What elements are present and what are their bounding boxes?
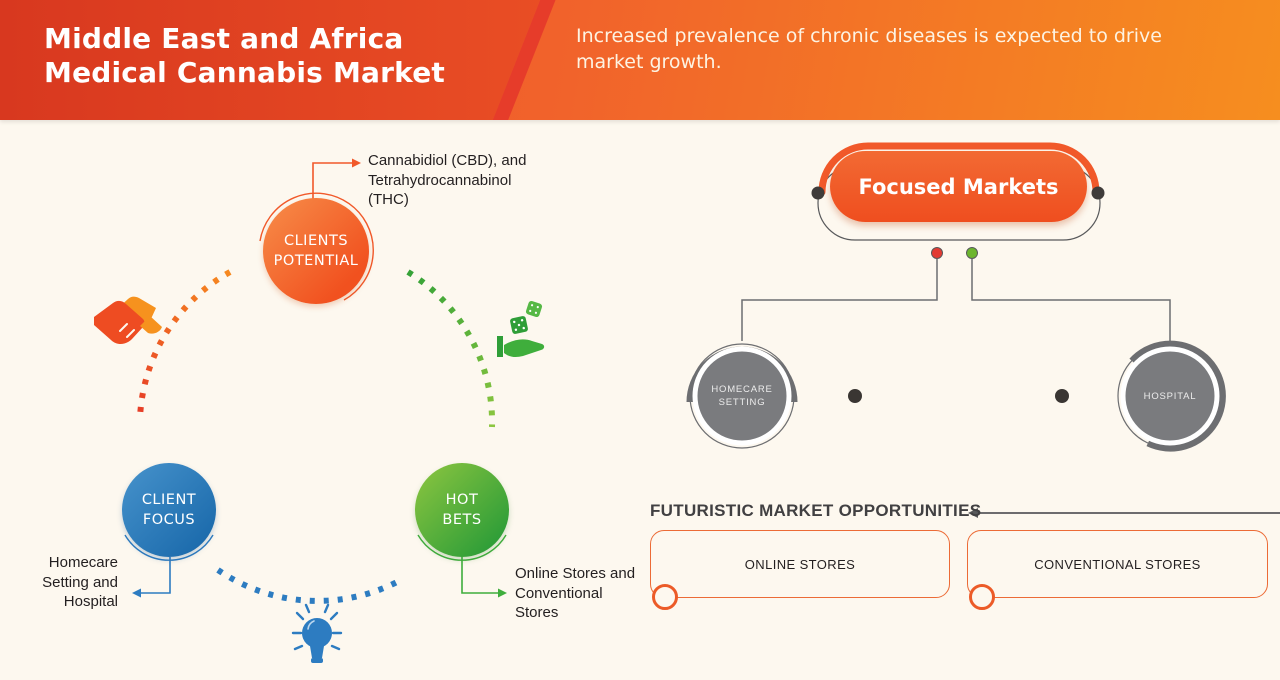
- clients-potential-line2: POTENTIAL: [273, 253, 359, 269]
- annotation-home-line1: Homecare: [48, 554, 118, 571]
- header-left-gradient: [0, 0, 541, 120]
- red-dot: [931, 247, 943, 259]
- annotation-online-stores: Online Stores and Conventional Stores: [515, 564, 655, 623]
- lightbulb-icon: [291, 603, 343, 663]
- annotation-homecare-hospital: Homecare Setting and Hospital: [26, 553, 118, 612]
- page-title-line2: Medical Cannabis Market: [44, 56, 446, 89]
- annotation-online-line1: Online Stores and: [515, 565, 636, 582]
- clients-potential-line1: CLIENTS: [283, 233, 349, 249]
- dotted-arc-orange: [137, 269, 232, 419]
- page-title-line1: Middle East and Africa: [44, 22, 404, 55]
- header-subtitle: Increased prevalence of chronic diseases…: [576, 25, 1162, 73]
- annotation-online-line3: Stores: [515, 604, 559, 621]
- annotation-home-line2: Setting and: [42, 573, 118, 591]
- circle-client-focus: CLIENT FOCUS: [122, 463, 216, 557]
- connector-stores: [461, 557, 498, 594]
- homecare-label-line1: HOMECARE: [711, 384, 773, 395]
- pill-right-dot: [1091, 186, 1105, 200]
- circle-clients-potential: CLIENTS POTENTIAL: [263, 198, 369, 304]
- connector-cbd: [312, 162, 352, 200]
- arrowhead-stores: [498, 588, 507, 598]
- opportunity-box-conventional-stores: CONVENTIONAL STORES: [967, 530, 1268, 610]
- dotted-arc-green: [406, 269, 496, 428]
- annotation-online-line2: Conventional: [515, 584, 603, 602]
- hot-bets-line1: HOT: [445, 492, 479, 508]
- box-corner-ring-icon: [652, 584, 678, 610]
- node-label-homecare-setting: HOMECARE SETTING: [696, 350, 788, 442]
- mid-dot-left: [848, 389, 862, 403]
- page-title: Middle East and Africa Medical Cannabis …: [44, 22, 445, 90]
- dice-in-hand-icon: [497, 300, 545, 357]
- focused-markets-label: Focused Markets: [858, 174, 1059, 199]
- arrowhead-cbd: [352, 158, 361, 168]
- header-banner: Middle East and Africa Medical Cannabis …: [0, 0, 1280, 120]
- focused-markets-pill: Focused Markets: [830, 151, 1087, 222]
- client-focus-line1: CLIENT: [141, 492, 197, 508]
- dotted-arc-blue: [216, 567, 399, 604]
- connector-hospital-node: [971, 259, 1171, 341]
- annotation-cbd-line3: (THC): [368, 191, 409, 208]
- box-corner-ring-icon: [969, 584, 995, 610]
- connector-homecare: [141, 557, 171, 594]
- connector-homecare-node: [741, 259, 938, 341]
- annotation-cbd-line2: Tetrahydrocannabinol: [368, 171, 512, 189]
- pill-left-dot: [811, 186, 825, 200]
- mid-dot-right: [1055, 389, 1069, 403]
- opportunities-heading: FUTURISTIC MARKET OPPORTUNITIES: [650, 501, 982, 520]
- annotation-cbd-thc: Cannabidiol (CBD), and Tetrahydrocannabi…: [368, 151, 548, 210]
- client-focus-line2: FOCUS: [142, 512, 196, 528]
- annotation-cbd-line1: Cannabidiol (CBD), and: [368, 152, 527, 169]
- annotation-home-line3: Hospital: [63, 593, 118, 610]
- circle-hot-bets: HOT BETS: [415, 463, 509, 557]
- arrowhead-homecare: [132, 588, 141, 598]
- conventional-stores-label: CONVENTIONAL STORES: [1034, 556, 1201, 572]
- online-stores-label: ONLINE STORES: [744, 556, 856, 572]
- homecare-label-line2: SETTING: [718, 397, 766, 408]
- hospital-label-line1: HOSPITAL: [1143, 390, 1197, 402]
- hot-bets-line2: BETS: [442, 512, 482, 528]
- green-dot: [966, 247, 978, 259]
- opportunity-box-online-stores: ONLINE STORES: [650, 530, 950, 610]
- node-label-hospital: HOSPITAL: [1124, 350, 1216, 442]
- handshake-icon: [94, 296, 162, 345]
